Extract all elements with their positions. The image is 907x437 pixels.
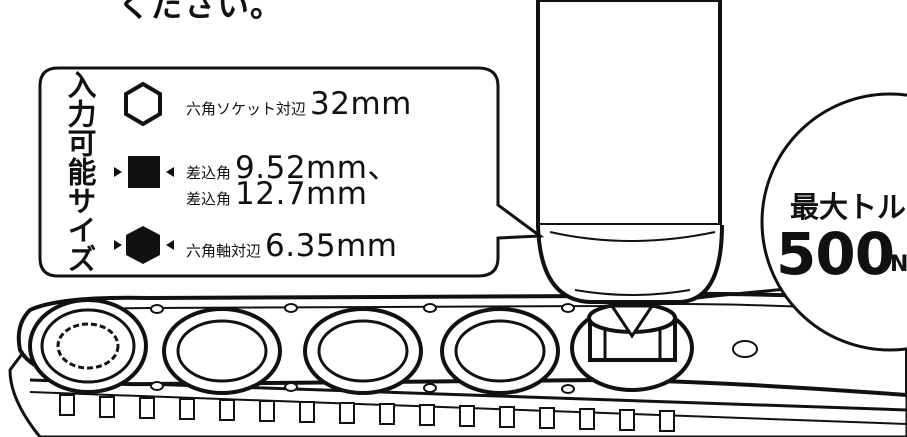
spec-square-drive-2-prefix: 差込角 — [186, 190, 232, 208]
twelve-point-socket — [28, 298, 148, 394]
square-drive-icon — [114, 156, 174, 188]
spec-hex-shank-prefix: 六角軸対辺 — [186, 242, 262, 260]
max-torque-unit: N — [890, 252, 907, 277]
max-torque-label: 最大トル — [790, 190, 907, 224]
spec-hex-socket-prefix: 六角ソケット対辺 — [186, 100, 307, 118]
socket-holes — [162, 304, 694, 395]
max-torque-value: 500 — [776, 220, 895, 288]
hexagon-outline-icon — [124, 81, 162, 127]
speech-bubble — [38, 66, 545, 278]
spec-hex-shank-value: 6.35mm — [265, 228, 398, 264]
instruction-text-fragment: ください。 — [118, 0, 284, 24]
rivet-dots — [150, 303, 575, 394]
input-size-label: 入力可能サイズ — [63, 70, 97, 273]
spec-hex-socket-value: 32mm — [310, 86, 412, 122]
hex-nut-with-bit — [587, 302, 677, 362]
spec-square-drive-1-value: 9.52mm、 — [235, 150, 399, 186]
hexagon-solid-icon — [114, 226, 174, 264]
spec-square-drive-1-prefix: 差込角 — [186, 164, 232, 182]
driver-handle — [536, 0, 724, 304]
spec-square-drive-2-value: 12.7mm — [235, 176, 368, 212]
torque-badge — [760, 92, 907, 352]
